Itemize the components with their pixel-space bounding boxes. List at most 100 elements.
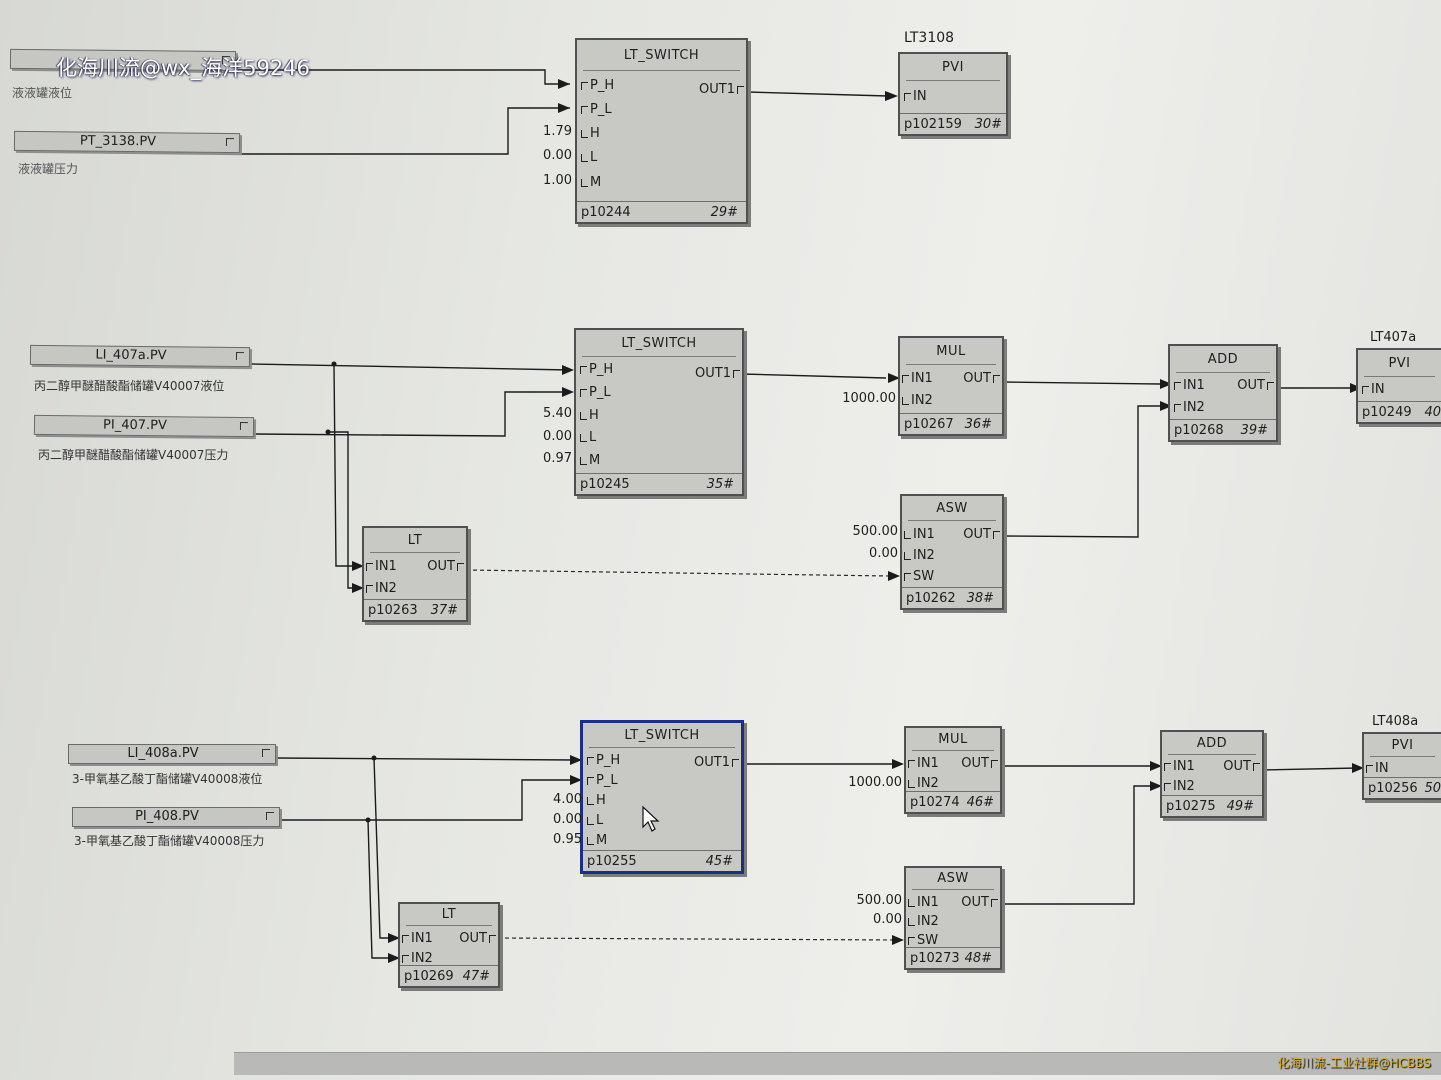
input-port-m[interactable]: M: [581, 175, 601, 190]
input-port-h[interactable]: H: [581, 126, 600, 141]
input-port-sw[interactable]: SW: [904, 569, 934, 584]
asw-block[interactable]: ASW IN1 IN2 SW OUT p10262 38#: [900, 494, 1004, 610]
port-label: IN2: [1183, 400, 1205, 415]
input-port-l[interactable]: L: [587, 813, 603, 828]
horizontal-scrollbar[interactable]: [234, 1052, 1441, 1075]
input-port-in1[interactable]: IN1: [908, 756, 939, 771]
input-port-sw[interactable]: SW: [908, 933, 938, 948]
input-port-p-l[interactable]: P_L: [587, 773, 618, 788]
arrowhead: [570, 775, 582, 785]
lt-switch-block[interactable]: LT_SWITCH P_H P_L H L M OUT1 p10244 29#: [575, 38, 748, 224]
mul-block[interactable]: MUL IN1 IN2 OUT p10267 36#: [898, 336, 1004, 436]
input-port-p-h[interactable]: P_H: [580, 362, 613, 377]
output-port-out[interactable]: OUT: [963, 527, 1000, 542]
output-port-out[interactable]: OUT: [459, 931, 496, 946]
analog-port-icon: [904, 551, 911, 560]
wire: [236, 69, 570, 85]
bool-port-icon: [457, 562, 464, 571]
input-tag-description: 3-甲氧基乙酸丁酯储罐V40008压力: [74, 834, 265, 848]
port-label: OUT: [1237, 378, 1265, 393]
lt-switch-block[interactable]: LT_SWITCH P_H P_L H L M OUT1 p10245 35#: [574, 328, 744, 496]
output-port-out1[interactable]: OUT1: [695, 366, 740, 381]
input-port-in1[interactable]: IN1: [902, 371, 933, 386]
input-port-p-l[interactable]: P_L: [580, 385, 611, 400]
input-tag-li407a[interactable]: LI_407a.PV: [29, 344, 251, 368]
arrowhead: [1150, 781, 1162, 791]
port-label: H: [590, 126, 600, 141]
analog-port-icon: [904, 530, 911, 539]
bool-port-icon: [991, 898, 998, 907]
input-port-in[interactable]: IN: [904, 89, 927, 104]
pvi-block[interactable]: PVI IN p10256 50: [1362, 732, 1441, 800]
input-port-in1[interactable]: IN1: [908, 895, 939, 910]
output-port-out[interactable]: OUT: [1237, 378, 1274, 393]
const-value: 5.40: [543, 406, 572, 421]
input-port-in2[interactable]: IN2: [908, 914, 939, 929]
input-tag-pi408[interactable]: PI_408.PV: [72, 807, 280, 827]
port-label: IN: [1371, 382, 1385, 397]
bool-port-icon: [991, 759, 998, 768]
block-title: PVI: [941, 60, 965, 75]
port-label: SW: [917, 933, 939, 948]
lt-block[interactable]: LT IN1 IN2 OUT p10269 47#: [398, 902, 500, 988]
output-port-out[interactable]: OUT: [961, 895, 998, 910]
junction-dot: [325, 429, 331, 435]
block-footer: p10262 38#: [902, 587, 1002, 608]
input-tag-description: 丙二醇甲醚醋酸酯储罐V40007液位: [34, 379, 225, 393]
input-port-in2[interactable]: IN2: [902, 393, 933, 408]
input-port-p-h[interactable]: P_H: [587, 753, 620, 768]
add-block[interactable]: ADD IN1 IN2 OUT p10275 49#: [1160, 730, 1264, 818]
input-port-in2[interactable]: IN2: [402, 951, 433, 966]
input-port-in1[interactable]: IN1: [1164, 759, 1195, 774]
input-port-p-h[interactable]: P_H: [581, 78, 614, 93]
input-port-in2[interactable]: IN2: [1164, 779, 1195, 794]
block-id: p10273: [910, 951, 960, 966]
lt-switch-block-selected[interactable]: LT_SWITCH P_H P_L H L M OUT1 p10255 45#: [580, 720, 744, 874]
input-tag-pi407[interactable]: PI_407.PV: [33, 414, 255, 438]
output-port-out1[interactable]: OUT1: [694, 755, 739, 770]
input-port-in[interactable]: IN: [1366, 761, 1389, 776]
lt-block[interactable]: LT IN1 IN2 OUT p10263 37#: [362, 526, 468, 622]
input-port-m[interactable]: M: [587, 833, 607, 848]
port-label: OUT1: [694, 755, 730, 770]
input-port-l[interactable]: L: [581, 150, 597, 165]
bool-port-icon: [587, 756, 594, 765]
input-port-in[interactable]: IN: [1362, 382, 1385, 397]
arrowhead: [570, 755, 582, 765]
input-port-in2[interactable]: IN2: [366, 581, 397, 596]
title-divider: [912, 750, 994, 751]
asw-block[interactable]: ASW IN1 IN2 SW OUT p10273 48#: [904, 866, 1002, 970]
input-port-m[interactable]: M: [580, 453, 600, 468]
input-tag-pt3138[interactable]: PT_3138.PV: [13, 130, 241, 154]
analog-port-icon: [580, 411, 587, 420]
bool-port-icon: [1164, 782, 1171, 791]
input-tag-li408a[interactable]: LI_408a.PV: [68, 744, 276, 764]
input-port-in1[interactable]: IN1: [366, 559, 397, 574]
bool-port-icon: [1253, 762, 1260, 771]
input-port-in1[interactable]: IN1: [904, 527, 935, 542]
port-label: OUT: [1223, 759, 1251, 774]
input-port-h[interactable]: H: [580, 408, 599, 423]
const-value: 4.00: [553, 792, 582, 807]
pvi-block[interactable]: PVI IN p102159 30#: [898, 52, 1008, 136]
output-port-out[interactable]: OUT: [427, 559, 464, 574]
port-label: H: [589, 408, 599, 423]
input-port-in2[interactable]: IN2: [908, 776, 939, 791]
input-port-in1[interactable]: IN1: [402, 931, 433, 946]
output-port-out[interactable]: OUT: [963, 371, 1000, 386]
input-port-p-l[interactable]: P_L: [581, 102, 612, 117]
output-port-out[interactable]: OUT: [1223, 759, 1260, 774]
input-port-h[interactable]: H: [587, 793, 606, 808]
input-port-l[interactable]: L: [580, 430, 596, 445]
analog-port-icon: [587, 816, 594, 825]
input-port-in2[interactable]: IN2: [904, 548, 935, 563]
output-port-out1[interactable]: OUT1: [699, 82, 744, 97]
output-port-out[interactable]: OUT: [961, 756, 998, 771]
input-port-in2[interactable]: IN2: [1174, 400, 1205, 415]
input-port-in1[interactable]: IN1: [1174, 378, 1205, 393]
add-block[interactable]: ADD IN1 IN2 OUT p10268 39#: [1168, 344, 1278, 442]
mul-block[interactable]: MUL IN1 IN2 OUT p10274 46#: [904, 726, 1002, 814]
pvi-block[interactable]: PVI IN p10249 40: [1356, 348, 1441, 424]
bool-port-icon: [366, 584, 373, 593]
port-label: OUT: [963, 371, 991, 386]
